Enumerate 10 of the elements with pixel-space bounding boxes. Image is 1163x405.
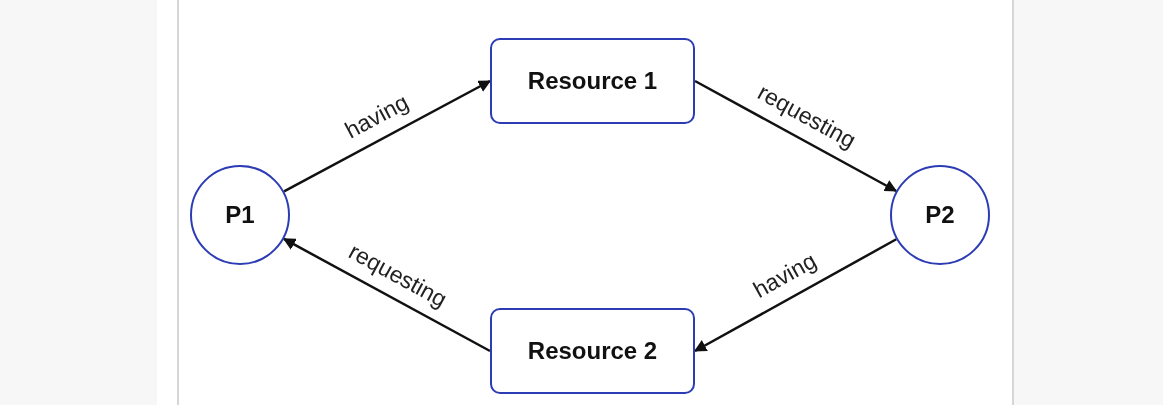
- process-label: P1: [225, 201, 255, 229]
- process-label: P2: [925, 201, 955, 229]
- arrow: [694, 79, 898, 193]
- resource-box: [490, 308, 695, 394]
- resource-label: Resource 2: [527, 337, 658, 365]
- arrow: [283, 79, 492, 193]
- resource-label: Resource 1: [527, 67, 658, 95]
- resource-box: [490, 38, 695, 124]
- arrow: [282, 237, 491, 353]
- arrow: [693, 238, 897, 353]
